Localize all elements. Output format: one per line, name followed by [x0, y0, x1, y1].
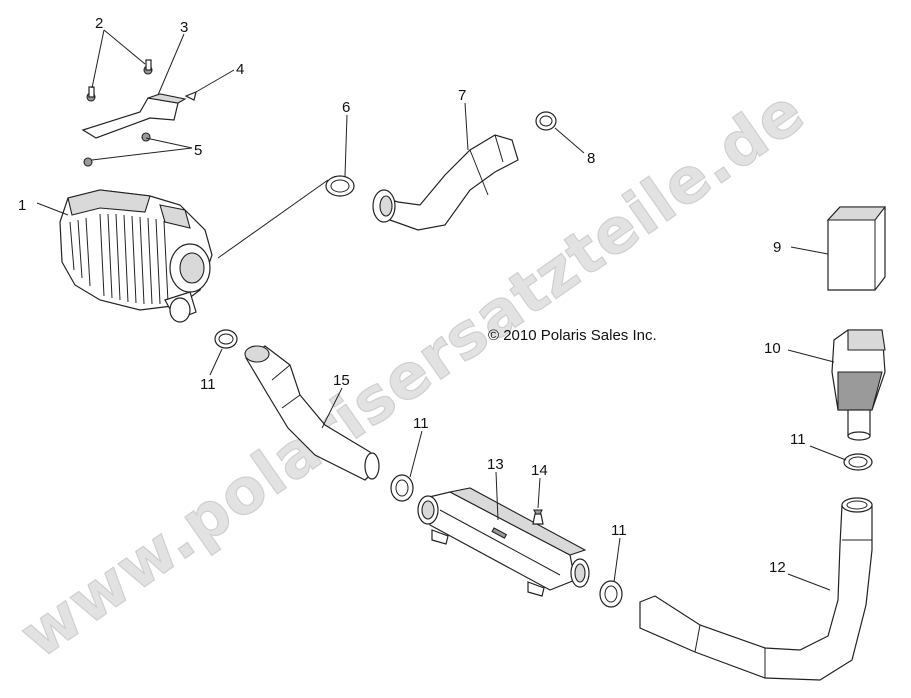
callout-11-right: 11: [790, 431, 806, 448]
callout-12: 12: [769, 559, 786, 576]
callout-9: 9: [773, 239, 781, 256]
bracket-assembly: [81, 59, 197, 167]
callout-11-left: 11: [200, 376, 216, 393]
callout-5: 5: [194, 142, 202, 159]
callout-7: 7: [458, 87, 466, 104]
callout-6: 6: [342, 99, 350, 116]
callout-2: 2: [95, 15, 103, 32]
clamp-11d: [843, 453, 873, 471]
clamp-11a: [214, 329, 238, 349]
callout-1: 1: [18, 197, 26, 214]
callout-10: 10: [764, 340, 781, 357]
prefilter-10: [831, 329, 886, 441]
leader-lines: [36, 29, 847, 591]
callout-13: 13: [487, 456, 504, 473]
air-box: [59, 189, 213, 323]
clamp-11c: [599, 580, 623, 608]
hose-12: [639, 497, 873, 681]
clamp-11b: [390, 474, 414, 502]
callout-11-lower: 11: [611, 522, 627, 539]
callout-3: 3: [180, 19, 188, 36]
hose-15: [244, 345, 380, 481]
callout-15: 15: [333, 372, 350, 389]
filter-block-9: [826, 206, 887, 291]
hose-7: [372, 134, 519, 231]
copyright-text: © 2010 Polaris Sales Inc.: [488, 327, 657, 344]
callout-8: 8: [587, 150, 595, 167]
clamp-8: [535, 111, 557, 131]
watermark-text: www.polarisersatzteile.de: [7, 74, 818, 672]
callout-11-center: 11: [413, 415, 429, 432]
callout-4: 4: [236, 61, 244, 78]
callout-14: 14: [531, 462, 548, 479]
clamp-6: [325, 175, 355, 197]
fitting-14: [532, 509, 544, 525]
intercooler-13: [417, 487, 590, 597]
